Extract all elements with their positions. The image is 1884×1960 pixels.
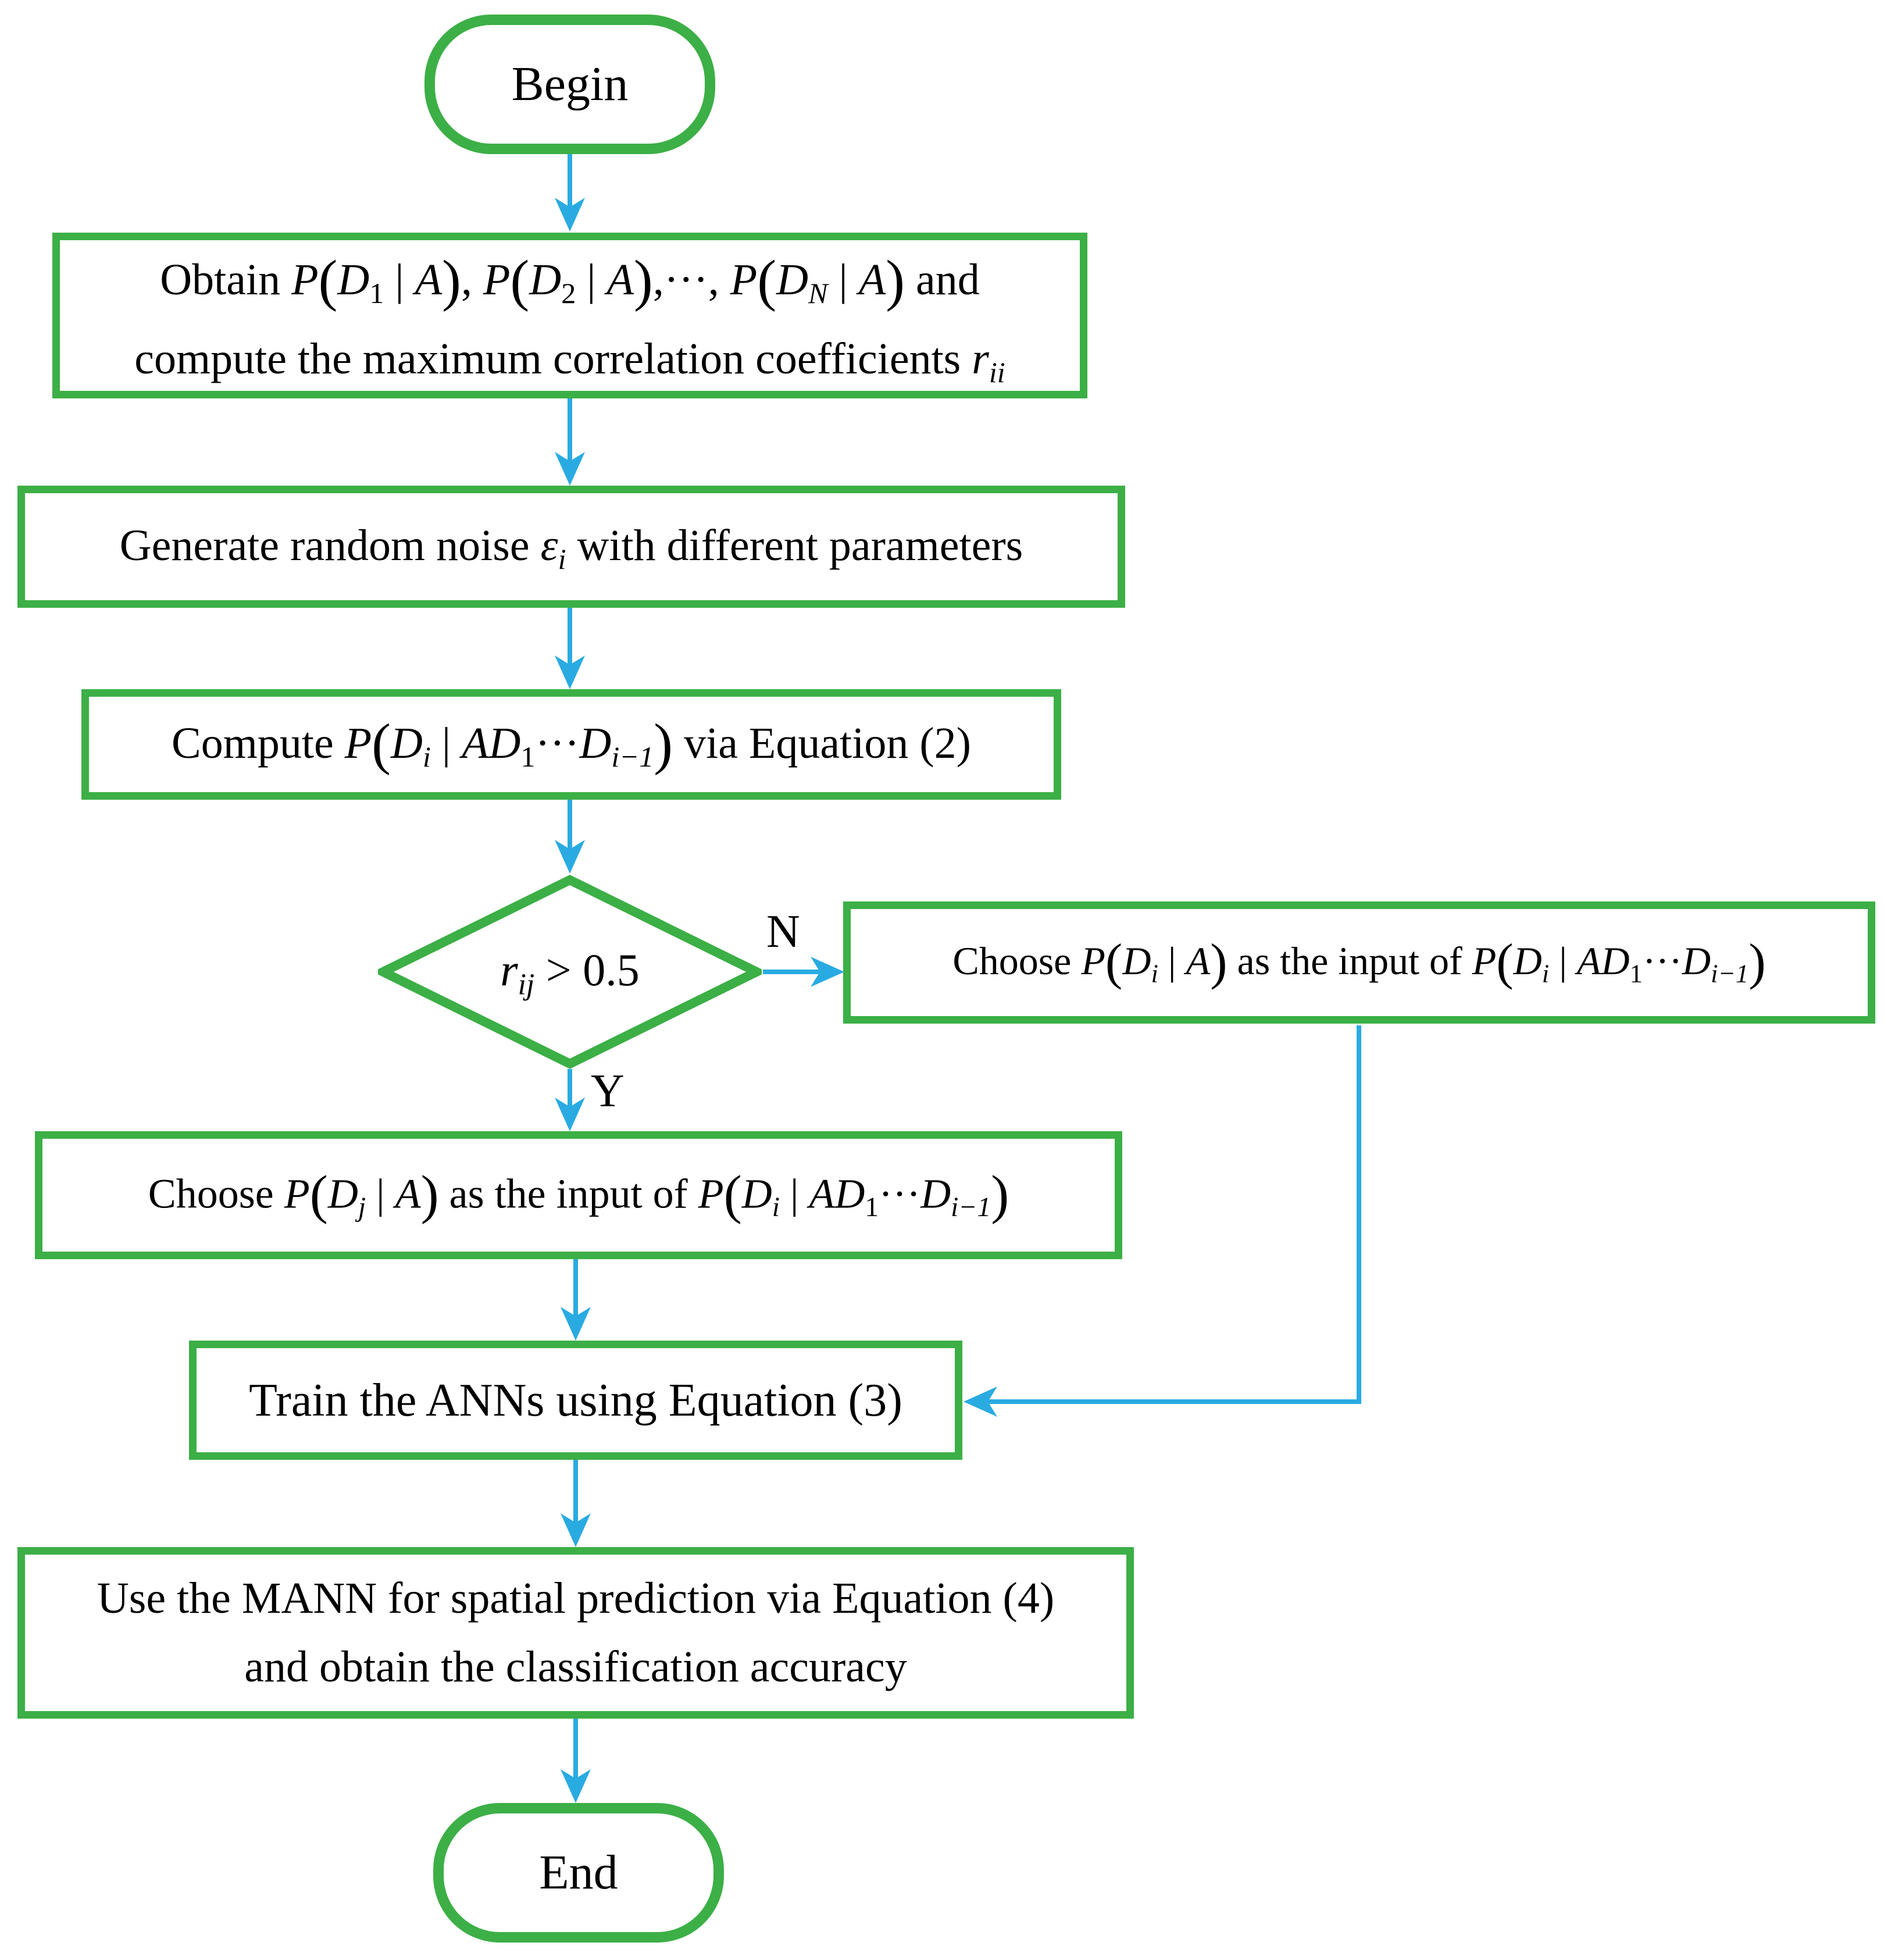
edge-begin-obtain-arrowhead xyxy=(555,198,585,231)
edge-compute-decision-arrowhead xyxy=(555,840,585,874)
branch-label-yes: Y xyxy=(591,1065,625,1117)
diamond-outline xyxy=(378,875,762,1069)
edge-noise-compute-arrowhead xyxy=(555,655,585,689)
edge-train-mann-arrowhead xyxy=(561,1513,591,1547)
node-choose-pdi-input: Choose P(Di | A) as the input of P(Di | … xyxy=(843,901,1875,1024)
node-begin-terminator: Begin xyxy=(424,15,715,154)
edge-decision-choose-n-arrowhead xyxy=(811,957,844,987)
branch-label-no: N xyxy=(766,906,800,957)
node-obtain-probabilities: Obtain P(D1 | A), P(D2 | A),···, P(DN | … xyxy=(52,233,1087,398)
node-choose-pdj-input: Choose P(Dj | A) as the input of P(Di | … xyxy=(35,1131,1122,1259)
edge-choose-n-train-arrowhead xyxy=(964,1387,997,1417)
edge-obtain-noise-arrowhead xyxy=(555,452,585,486)
node-mann-spatial-prediction: Use the MANN for spatial prediction via … xyxy=(17,1547,1134,1719)
node-generate-random-noise: Generate random noise εi with different … xyxy=(17,486,1125,608)
node-end-terminator: End xyxy=(433,1803,724,1943)
node-decision-rij-threshold: rij > 0.5 xyxy=(378,875,762,1069)
node-compute-equation-2: Compute P(Di | AD1···Di−1) via Equation … xyxy=(81,689,1061,800)
edge-mann-end-arrowhead xyxy=(561,1769,591,1803)
edge-decision-choose-y-arrowhead xyxy=(555,1097,585,1131)
edge-choose-y-train-arrowhead xyxy=(561,1307,591,1341)
node-train-anns: Train the ANNs using Equation (3) xyxy=(189,1341,962,1460)
decision-condition-text: rij > 0.5 xyxy=(500,945,640,1002)
decision-diamond-shape xyxy=(378,875,762,1069)
